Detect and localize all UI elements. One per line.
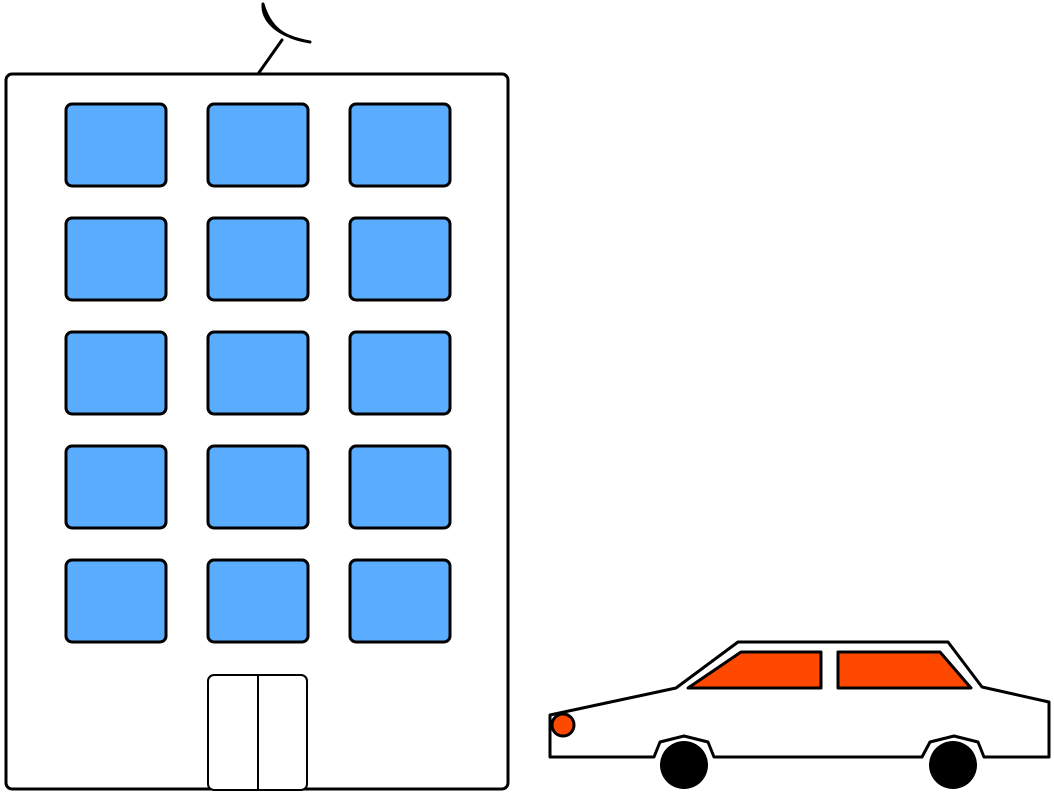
double-door bbox=[207, 674, 308, 791]
car bbox=[548, 640, 1051, 789]
car-window-rear bbox=[836, 650, 973, 690]
car-wheel-front bbox=[660, 741, 708, 789]
building-window bbox=[64, 444, 168, 530]
building-window bbox=[64, 330, 168, 416]
building-window bbox=[348, 444, 452, 530]
building-windows bbox=[64, 102, 452, 644]
building-window bbox=[206, 558, 310, 644]
building-window bbox=[206, 330, 310, 416]
building-window bbox=[348, 216, 452, 302]
antenna-mast bbox=[256, 38, 284, 76]
building bbox=[4, 2, 510, 791]
car-window-front bbox=[686, 650, 823, 690]
building-window bbox=[348, 102, 452, 188]
building-window bbox=[206, 216, 310, 302]
building-window bbox=[206, 444, 310, 530]
car-wheel-rear bbox=[929, 741, 977, 789]
building-window bbox=[64, 102, 168, 188]
building-window bbox=[348, 330, 452, 416]
car-headlight bbox=[550, 712, 576, 738]
building-window bbox=[64, 558, 168, 644]
dish bbox=[261, 2, 312, 44]
building-window bbox=[64, 216, 168, 302]
satellite-dish-icon bbox=[256, 2, 312, 76]
building-window bbox=[348, 558, 452, 644]
building-window bbox=[206, 102, 310, 188]
